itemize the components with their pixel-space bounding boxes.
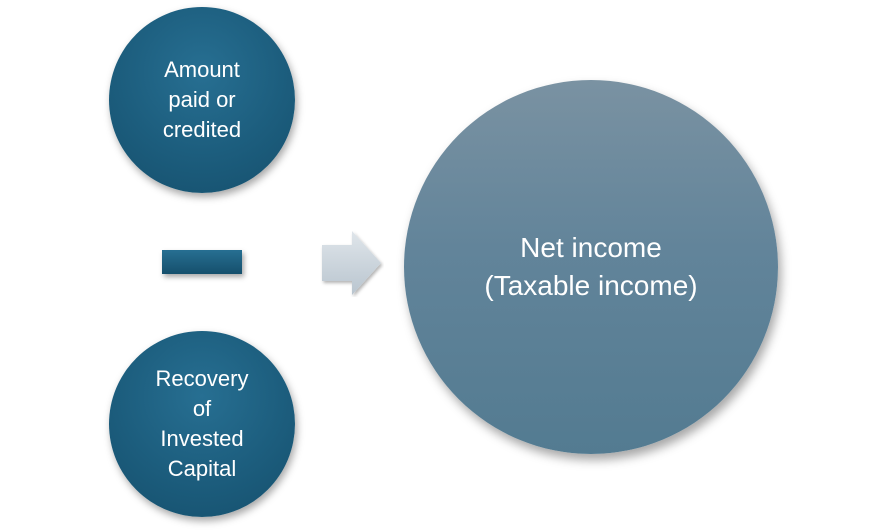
net-income-label: Net income (Taxable income) xyxy=(484,229,697,305)
recovery-line-2: of xyxy=(192,396,212,421)
amount-paid-line-3: credited xyxy=(162,117,242,142)
recovery-capital-label: Recovery of Invested Capital xyxy=(156,364,249,484)
recovery-capital-circle: Recovery of Invested Capital xyxy=(109,331,295,517)
net-income-line-1: Net income xyxy=(520,232,662,263)
minus-operator xyxy=(162,250,242,274)
amount-paid-line-2: paid or xyxy=(168,87,236,112)
amount-paid-line-1: Amount xyxy=(164,57,240,82)
net-income-line-2: (Taxable income) xyxy=(484,270,698,301)
amount-paid-label: Amount paid or credited xyxy=(163,55,241,145)
recovery-line-4: Capital xyxy=(167,456,237,481)
amount-paid-circle: Amount paid or credited xyxy=(109,7,295,193)
net-income-circle: Net income (Taxable income) xyxy=(404,80,778,454)
recovery-line-3: Invested xyxy=(160,426,244,451)
recovery-line-1: Recovery xyxy=(155,366,249,391)
arrow-right-icon xyxy=(322,231,381,295)
